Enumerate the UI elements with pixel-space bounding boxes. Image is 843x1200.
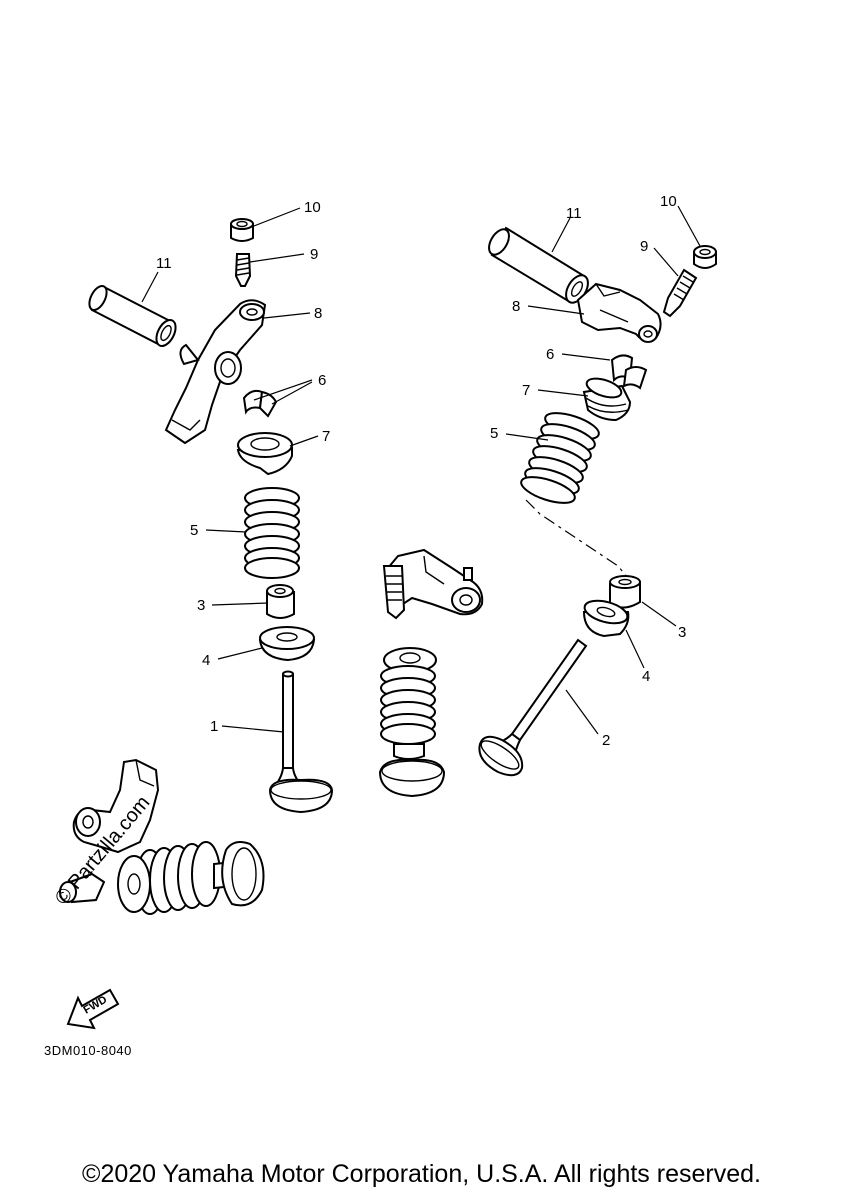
callout-left-1: 1 <box>210 718 218 735</box>
callout-left-7: 7 <box>322 428 330 445</box>
right-part-9-adjuster <box>662 268 698 318</box>
right-part-10-nut <box>693 245 717 269</box>
callout-right-5: 5 <box>490 425 498 442</box>
right-part-3-stem-seal <box>609 575 641 609</box>
callout-right-3: 3 <box>678 624 686 641</box>
right-centerline <box>525 499 629 579</box>
left-part-9-adjuster <box>234 253 252 287</box>
right-part-8-rocker-arm <box>576 282 662 343</box>
copyright-notice: ©2020 Yamaha Motor Corporation, U.S.A. A… <box>82 1160 761 1188</box>
right-part-5-spring <box>520 412 600 504</box>
right-part-11-rocker-shaft <box>488 226 589 304</box>
callout-right-7: 7 <box>522 382 530 399</box>
callout-left-6: 6 <box>318 372 326 389</box>
left-part-8-rocker-arm <box>164 299 267 445</box>
callout-right-9: 9 <box>640 238 648 255</box>
callout-left-3: 3 <box>197 597 205 614</box>
callout-right-11: 11 <box>566 205 582 222</box>
small-installed-view <box>59 758 265 915</box>
left-part-6-cotters <box>242 389 278 418</box>
callout-left-11: 11 <box>156 255 172 272</box>
callout-right-6: 6 <box>546 346 554 363</box>
left-valve-assembly <box>88 218 334 814</box>
leader-lines <box>141 205 701 735</box>
callout-left-5: 5 <box>190 522 198 539</box>
callout-right-10: 10 <box>660 193 677 210</box>
callout-left-10: 10 <box>304 199 321 216</box>
left-part-11-rocker-shaft <box>88 284 177 347</box>
callout-right-4: 4 <box>642 668 650 685</box>
callout-left-8: 8 <box>314 305 322 322</box>
right-valve-assembly <box>478 226 717 777</box>
fwd-arrow-icon: FWD <box>66 988 120 1030</box>
callout-right-8: 8 <box>512 298 520 315</box>
callout-left-9: 9 <box>310 246 318 263</box>
callout-labels: 10 9 11 8 6 7 5 3 4 1 11 10 9 8 6 7 5 3 … <box>156 193 686 749</box>
left-part-4-spring-seat <box>258 626 316 662</box>
left-part-10-nut <box>230 218 254 242</box>
callout-right-2: 2 <box>602 732 610 749</box>
center-assembled-view <box>378 548 484 798</box>
right-part-4-spring-seat <box>582 599 630 638</box>
left-part-1-valve <box>268 670 334 814</box>
left-part-7-retainer <box>236 432 293 476</box>
right-part-6-cotters <box>610 354 648 390</box>
callout-left-4: 4 <box>202 652 210 669</box>
left-part-3-stem-seal <box>266 584 295 619</box>
diagram-code: 3DM010-8040 <box>44 1043 132 1058</box>
left-part-5-spring <box>244 487 300 579</box>
right-part-7-retainer <box>582 377 632 422</box>
right-part-2-valve <box>478 638 588 777</box>
